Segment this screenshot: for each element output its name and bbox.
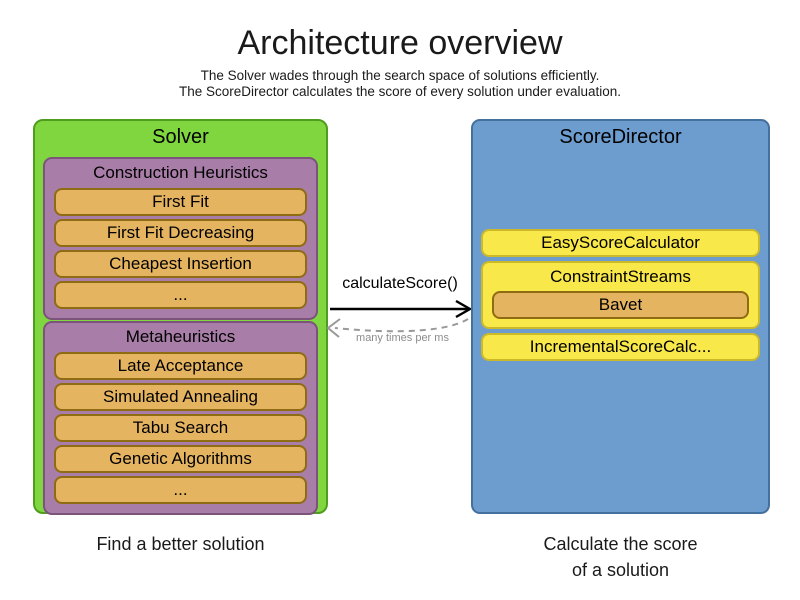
construction-heuristics-title: Construction Heuristics	[93, 163, 268, 182]
score-director-caption-line-1: Calculate the score	[543, 534, 698, 554]
bavet: Bavet	[492, 291, 749, 319]
subtitle-line-2: The ScoreDirector calculates the score o…	[179, 84, 621, 99]
score-director-title: ScoreDirector	[559, 126, 682, 148]
item-genetic-algorithms: Genetic Algorithms	[54, 445, 307, 473]
return-arrow	[326, 318, 469, 338]
metaheuristics-group: Metaheuristics Late Acceptance Simulated…	[43, 321, 318, 515]
solver-title: Solver	[152, 126, 209, 148]
construction-heuristics-items: First Fit First Fit Decreasing Cheapest …	[54, 188, 307, 309]
incremental-score-calculator: IncrementalScoreCalc...	[481, 333, 760, 361]
constraint-streams-title: ConstraintStreams	[550, 267, 691, 286]
solver-box: Solver Construction Heuristics First Fit…	[33, 119, 328, 515]
subtitle-line-1: The Solver wades through the search spac…	[200, 68, 600, 83]
many-times-label: many times per ms	[356, 332, 449, 344]
easy-score-calculator: EasyScoreCalculator	[481, 229, 760, 257]
call-return-arrows	[326, 300, 473, 338]
call-arrow	[330, 300, 473, 319]
constraint-streams: ConstraintStreams Bavet	[481, 261, 760, 329]
item-late-acceptance: Late Acceptance	[54, 352, 307, 380]
item-simulated-annealing: Simulated Annealing	[54, 383, 307, 411]
item-cheapest-insertion: Cheapest Insertion	[54, 250, 307, 278]
item-metaheuristics-more: ...	[54, 476, 307, 504]
construction-heuristics-group: Construction Heuristics First Fit First …	[43, 157, 318, 320]
calculate-score-label: calculateScore()	[342, 275, 458, 292]
metaheuristics-title: Metaheuristics	[125, 327, 236, 346]
item-first-fit-decreasing: First Fit Decreasing	[54, 219, 307, 247]
solver-caption: Find a better solution	[96, 534, 265, 554]
item-construction-more: ...	[54, 281, 307, 309]
metaheuristics-items: Late Acceptance Simulated Annealing Tabu…	[54, 352, 307, 504]
calculator-stack: EasyScoreCalculator ConstraintStreams Ba…	[481, 229, 760, 361]
score-director-caption-line-2: of a solution	[571, 560, 670, 580]
item-first-fit: First Fit	[54, 188, 307, 216]
score-director-caption: Calculate the score of a solution	[471, 531, 770, 583]
score-director-box: ScoreDirector EasyScoreCalculator Constr…	[471, 119, 770, 514]
item-tabu-search: Tabu Search	[54, 414, 307, 442]
page-title: Architecture overview	[237, 24, 563, 62]
